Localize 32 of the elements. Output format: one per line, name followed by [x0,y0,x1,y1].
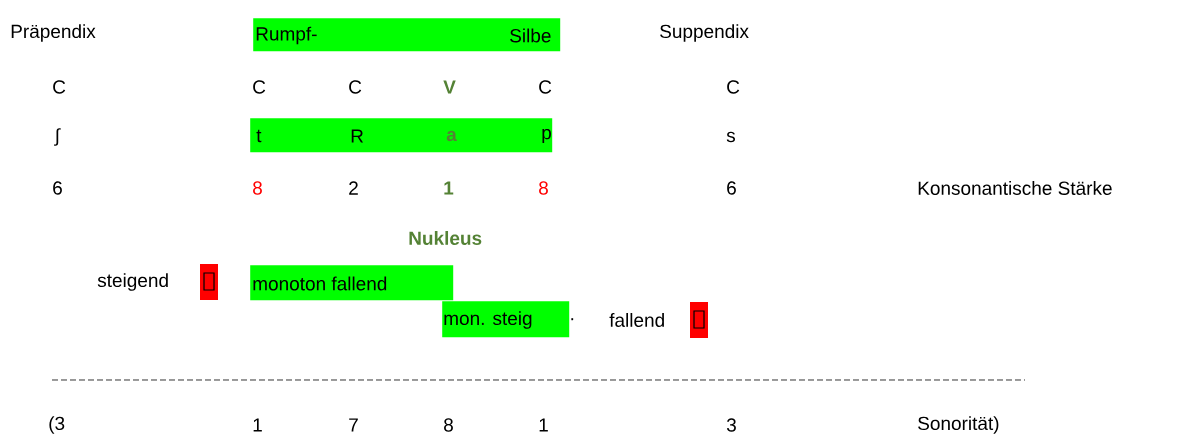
table-cell: C [349,80,362,94]
contour-label: fallend [609,313,664,327]
table-cell: C [53,80,66,94]
table-cell: V [443,80,456,94]
highlight-band: mon. steig . [442,301,574,338]
highlight-band: Rumpf- Silbe [253,18,561,52]
column-heading: Suppendix [660,24,749,42]
highlight-band: monoton fallend [250,265,454,301]
table-cell: C [727,80,740,94]
contour-label: steigend [97,273,168,291]
table-cell: 6 [53,181,62,195]
table-cell: 1 [539,418,548,432]
row-heading: Konsonantische Stärke [918,181,1112,195]
highlight-band: t R a p [250,118,553,153]
table-cell: s [726,131,735,143]
table-cell: 8 [539,181,548,195]
table-cell: (3 [49,416,65,434]
table-cell: 1 [444,181,454,195]
table-cell: C [253,80,266,94]
table-cell: 7 [349,418,358,432]
row-heading: Sonorität) [918,416,999,434]
table-cell: 1 [253,418,262,432]
table-cell: 6 [727,181,736,195]
table-cell: C [539,80,552,94]
table-cell: 3 [726,418,736,432]
table-cell: 2 [349,181,358,195]
nucleus-label: Nukleus [409,231,482,245]
table-cell: 8 [444,418,453,432]
column-heading: Präpendix [11,24,96,42]
node-label: . [571,318,574,321]
table-cell: ʃ [54,128,61,146]
table-cell: 8 [253,181,262,195]
